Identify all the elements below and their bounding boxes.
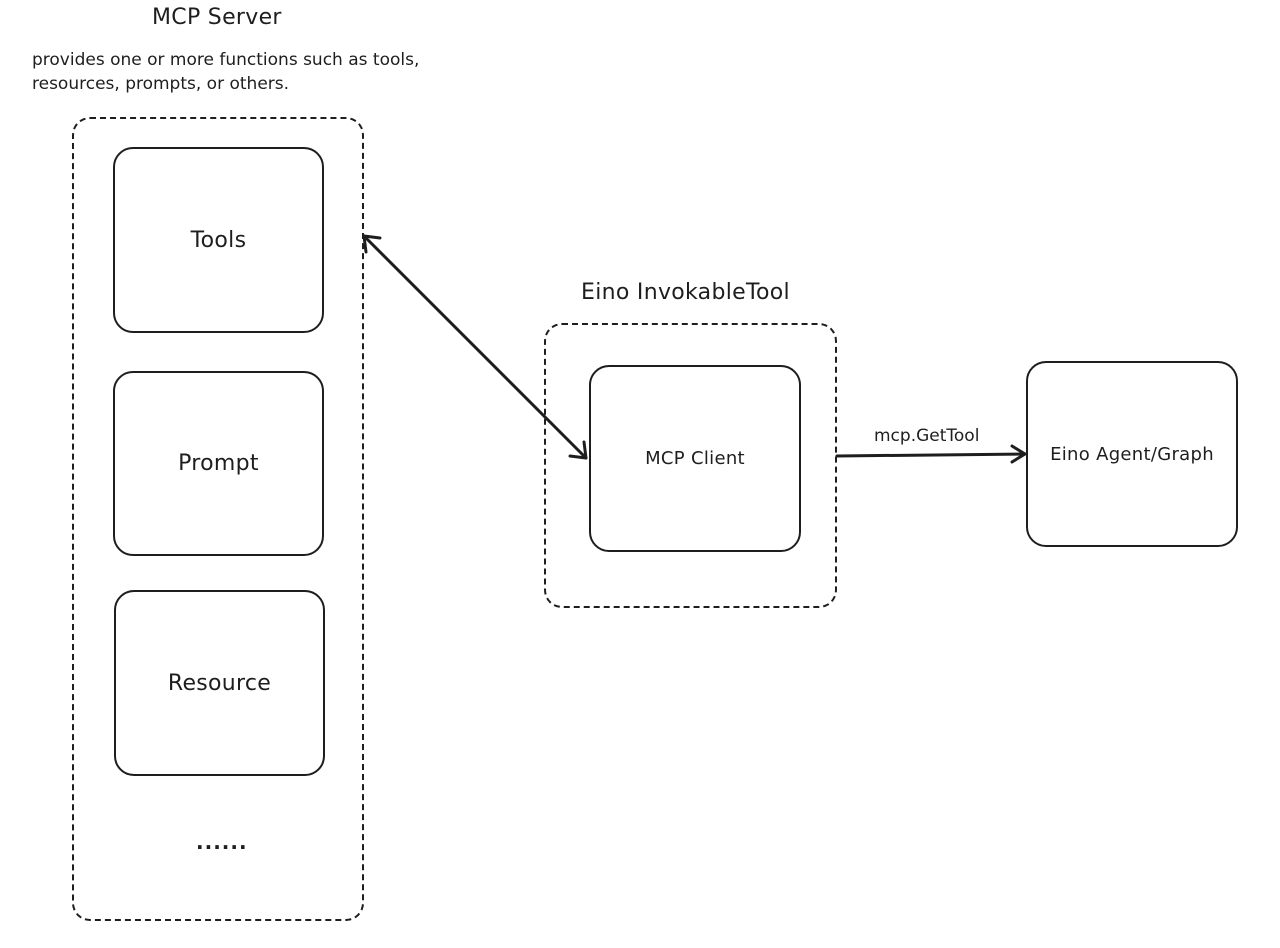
client-end-arrowhead <box>568 440 588 460</box>
mcp-client-node: MCP Client <box>589 365 801 552</box>
server-end-arrowhead <box>362 234 382 254</box>
resource-label: Resource <box>167 670 272 696</box>
prompt-label: Prompt <box>178 451 259 476</box>
get-tool-arrow <box>835 452 1027 458</box>
server-client-arrow <box>362 234 588 460</box>
get-tool-arrowhead <box>1010 444 1027 464</box>
prompt-node: Prompt <box>113 371 324 556</box>
more-items-ellipsis: ...... <box>196 830 248 854</box>
mcp-server-group <box>72 117 364 921</box>
eino-agent-graph-label: Eino Agent/Graph <box>1050 443 1214 465</box>
tools-node: Tools <box>113 147 324 333</box>
resource-node: Resource <box>114 590 325 776</box>
invokable-tool-group <box>544 323 837 608</box>
mcp-client-label: MCP Client <box>645 448 745 469</box>
eino-agent-graph-node: Eino Agent/Graph <box>1026 361 1238 547</box>
invokable-tool-title: Eino InvokableTool <box>581 280 790 305</box>
get-tool-edge-label: mcp.GetTool <box>874 426 980 446</box>
mcp-server-title: MCP Server <box>152 5 282 30</box>
tools-label: Tools <box>190 227 247 253</box>
mcp-server-description: provides one or more functions such as t… <box>32 50 420 94</box>
